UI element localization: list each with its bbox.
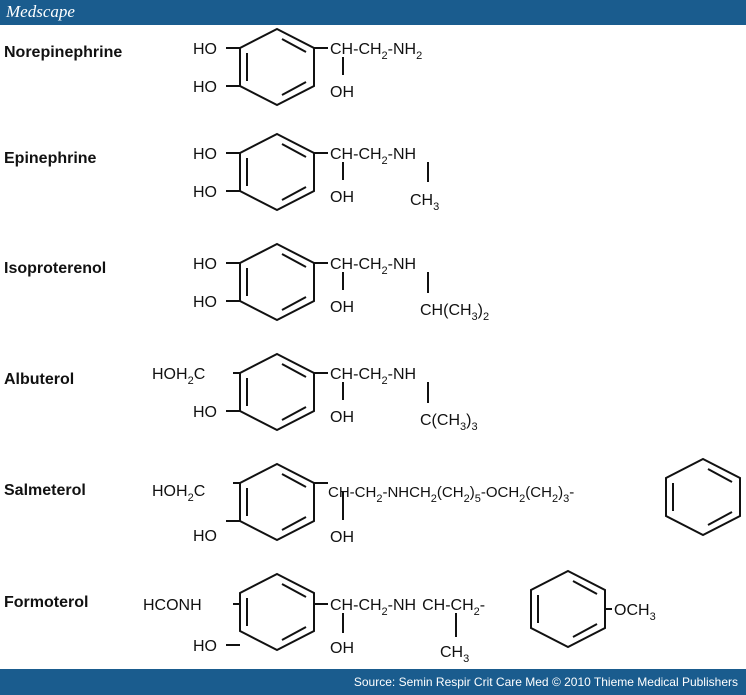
hydroxyl-label: OH	[330, 640, 354, 657]
methoxyphenyl-ring	[530, 569, 606, 649]
double-bond	[707, 468, 733, 483]
ring-top-substituent: HO	[193, 146, 217, 163]
double-bond	[572, 623, 598, 638]
side-chain: CH-CH2-NHCH2(CH2)5-OCH2(CH2)3-	[328, 484, 574, 505]
double-bond	[281, 516, 307, 531]
structures-diagram: HO HO CH-CH2-NH2 OH HO HO CH-CH2-NH OH C…	[143, 27, 741, 665]
methoxy-label: OCH3	[614, 602, 656, 623]
brand-logo: Medscape	[6, 2, 75, 21]
double-bond	[281, 363, 307, 378]
side-chain: CH-CH2-NH2	[330, 41, 422, 62]
benzene-ring	[239, 462, 315, 542]
ring-top-substituent: HCONH	[143, 597, 202, 614]
double-bond	[281, 186, 307, 201]
ring-bottom-substituent: HO	[193, 404, 217, 421]
compound-name-formoterol: Formoterol	[4, 594, 89, 611]
structure-albuterol: HOH2C HO CH-CH2-NH OH C(CH3)3	[152, 352, 478, 433]
benzene-ring	[239, 132, 315, 212]
header-bar: Medscape	[0, 0, 746, 25]
compound-name-salmeterol: Salmeterol	[4, 482, 86, 499]
double-bond	[281, 143, 307, 158]
side-chain: CH-CH2-NH	[330, 256, 416, 277]
ring-bottom-substituent: HO	[193, 638, 217, 655]
compound-name-isoproterenol: Isoproterenol	[4, 260, 107, 277]
double-bond	[281, 253, 307, 268]
hydroxyl-label: OH	[330, 189, 354, 206]
structure-isoproterenol: HO HO CH-CH2-NH OH CH(CH3)2	[193, 242, 489, 323]
alpha-methyl-label: CH3	[440, 644, 469, 665]
compound-name-albuterol: Albuterol	[4, 371, 75, 388]
double-bond	[281, 296, 307, 311]
footer-bar: Source: Semin Respir Crit Care Med © 201…	[0, 669, 746, 695]
compound-name-norepinephrine: Norepinephrine	[4, 44, 123, 61]
hydroxyl-label: OH	[330, 299, 354, 316]
benzene-ring	[239, 27, 315, 107]
ring-bottom-substituent: HO	[193, 79, 217, 96]
ring-bottom-substituent: HO	[193, 184, 217, 201]
structure-epinephrine: HO HO CH-CH2-NH OH CH3	[193, 132, 439, 213]
ring-bottom-substituent: HO	[193, 294, 217, 311]
benzene-ring	[239, 352, 315, 432]
terminal-phenyl-ring	[665, 457, 741, 537]
double-bond	[281, 583, 307, 598]
source-credit: Source: Semin Respir Crit Care Med © 201…	[353, 675, 738, 689]
double-bond	[281, 626, 307, 641]
side-chain: CH-CH2-NH	[330, 366, 416, 387]
double-bond	[707, 511, 733, 526]
double-bond	[281, 81, 307, 96]
n-substituent: C(CH3)3	[420, 412, 478, 433]
benzene-ring	[239, 242, 315, 322]
structure-norepinephrine: HO HO CH-CH2-NH2 OH	[193, 27, 422, 107]
ring-top-substituent: HOH2C	[152, 366, 205, 387]
double-bond	[281, 38, 307, 53]
ring-top-substituent: HOH2C	[152, 483, 205, 504]
benzene-ring	[239, 572, 315, 652]
n-substituent: CH3	[410, 192, 439, 213]
hydroxyl-label: OH	[330, 409, 354, 426]
double-bond	[281, 473, 307, 488]
ring-top-substituent: HO	[193, 256, 217, 273]
ring-top-substituent: HO	[193, 41, 217, 58]
double-bond	[572, 580, 598, 595]
n-substituent: CH(CH3)2	[420, 302, 489, 323]
double-bond	[281, 406, 307, 421]
ring-bottom-substituent: HO	[193, 528, 217, 545]
compound-name-epinephrine: Epinephrine	[4, 150, 97, 167]
structure-salmeterol: HOH2C HO CH-CH2-NHCH2(CH2)5-OCH2(CH2)3- …	[152, 457, 741, 546]
hydroxyl-label: OH	[330, 529, 354, 546]
side-chain: CH-CH2-NH	[330, 146, 416, 167]
hydroxyl-label: OH	[330, 84, 354, 101]
